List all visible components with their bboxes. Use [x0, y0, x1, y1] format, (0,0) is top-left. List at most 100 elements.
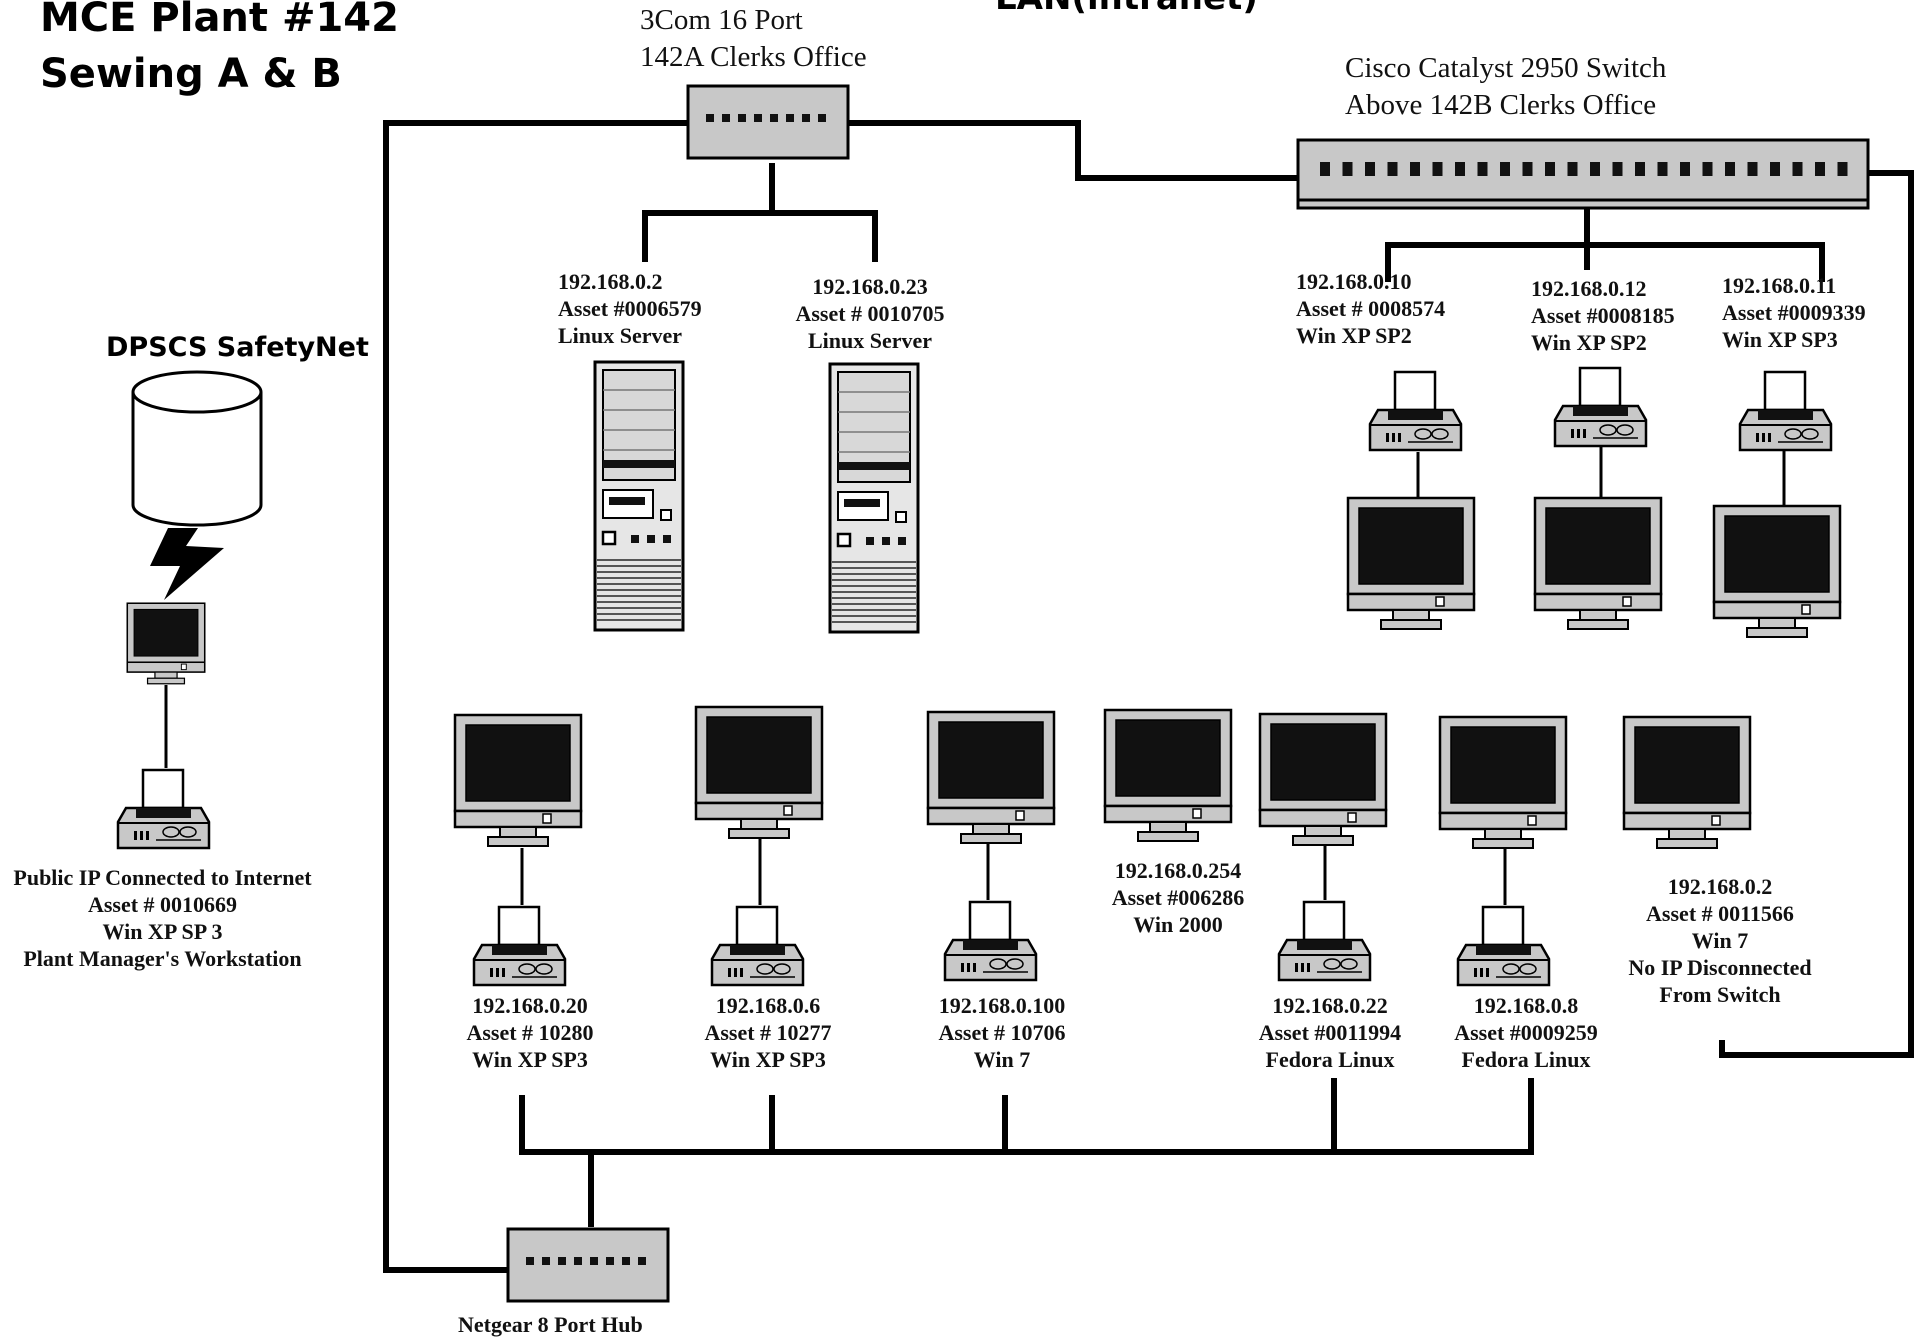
cisco-port [1837, 162, 1848, 176]
title-line-1: MCE Plant #142 [40, 0, 399, 41]
cisco-port [1792, 162, 1803, 176]
cisco-port [1387, 162, 1398, 176]
manager-monitor-icon [126, 602, 206, 685]
hub-ws-4-ip: 192.168.0.22 [1272, 993, 1388, 1018]
cisco-port [1815, 162, 1825, 176]
disconnected-asset: Asset # 0011566 [1646, 901, 1794, 926]
manager-line-3: Win XP SP 3 [102, 919, 223, 944]
hub-ws-2-monitor-icon [694, 705, 824, 840]
cisco-port [1477, 162, 1488, 176]
manager-line-1: Public IP Connected to Internet [13, 865, 312, 890]
title-line-2: Sewing A & B [40, 51, 342, 97]
safetynet-label: DPSCS SafetyNet [106, 332, 369, 363]
disconnected-label: 192.168.0.2 Asset # 0011566 Win 7 No IP … [1600, 873, 1840, 1008]
cisco-ws-2-printer-icon [1553, 366, 1648, 448]
cisco-port [1612, 162, 1623, 176]
hub-ws-3-ip: 192.168.0.100 [938, 993, 1066, 1018]
cisco-ws-1-printer-icon [1368, 370, 1463, 452]
disconnected-monitor-icon [1622, 715, 1752, 850]
switch-3com-line-1: 3Com 16 Port [640, 4, 803, 36]
hub-ws-5-label: 192.168.0.8 Asset #0009259 Fedora Linux [1436, 992, 1616, 1073]
hub-netgear [506, 1227, 670, 1303]
hub-ws-2-printer-icon [710, 905, 805, 987]
hub-ws-5-ip: 192.168.0.8 [1473, 993, 1579, 1018]
hub-ws-2-asset: Asset # 10277 [704, 1020, 832, 1045]
switch-cisco-line-1: Cisco Catalyst 2950 Switch [1345, 52, 1667, 84]
disconnected-note-1: No IP Disconnected [1628, 955, 1812, 980]
switch-3com-line-2: 142A Clerks Office [640, 41, 867, 73]
server-1-label: 192.168.0.2 Asset #0006579 Linux Server [558, 268, 702, 349]
hub-ws-5-os: Fedora Linux [1461, 1047, 1591, 1072]
switch-cisco-line-2: Above 142B Clerks Office [1345, 89, 1657, 121]
hub-ws-3-label: 192.168.0.100 Asset # 10706 Win 7 [912, 992, 1092, 1073]
cisco-ws-1-label: 192.168.0.10 Asset # 0008574 Win XP SP2 [1296, 268, 1445, 349]
switch-3com-label: 3Com 16 Port 142A Clerks Office [640, 2, 867, 76]
server-2-ip: 192.168.0.23 [812, 274, 928, 299]
cisco-ws-3-printer-icon [1738, 370, 1833, 452]
hub-ws-2-label: 192.168.0.6 Asset # 10277 Win XP SP3 [678, 992, 858, 1073]
cisco-port [1770, 162, 1780, 176]
cisco-port [1365, 162, 1375, 176]
hub-ws-1-printer-icon [472, 905, 567, 987]
cisco-ws-3-label: 192.168.0.11 Asset #0009339 Win XP SP3 [1722, 272, 1866, 353]
standalone-win2000-os: Win 2000 [1133, 912, 1223, 937]
cisco-ws-3-monitor-icon [1712, 504, 1842, 639]
cisco-ws-1-monitor-icon [1346, 496, 1476, 631]
hub-ws-4-printer-icon [1277, 900, 1372, 982]
manager-line-4: Plant Manager's Workstation [23, 946, 302, 971]
manager-line-2: Asset # 0010669 [87, 892, 238, 917]
cisco-ws-3-ip: 192.168.0.11 [1722, 273, 1837, 298]
database-cylinder-icon [131, 370, 263, 527]
cisco-port [1545, 162, 1555, 176]
cisco-ws-3-os: Win XP SP3 [1722, 327, 1838, 352]
cisco-port [1680, 162, 1690, 176]
cisco-ws-1-ip: 192.168.0.10 [1296, 269, 1412, 294]
hub-ws-4-label: 192.168.0.22 Asset #0011994 Fedora Linux [1240, 992, 1420, 1073]
manager-printer-icon [116, 768, 211, 850]
standalone-win2000-label: 192.168.0.254 Asset #006286 Win 2000 [1088, 857, 1268, 938]
hub-ws-1-ip: 192.168.0.20 [472, 993, 588, 1018]
cisco-port [1747, 162, 1758, 176]
cisco-port [1455, 162, 1465, 176]
hub-label: Netgear 8 Port Hub [458, 1312, 643, 1337]
hub-ws-5-monitor-icon [1438, 715, 1568, 850]
cisco-port [1410, 162, 1420, 176]
cisco-port [1500, 162, 1510, 176]
cisco-port [1522, 162, 1533, 176]
cisco-ws-1-os: Win XP SP2 [1296, 323, 1412, 348]
server-2-asset: Asset # 0010705 [795, 301, 945, 326]
switch-cisco-label: Cisco Catalyst 2950 Switch Above 142B Cl… [1345, 50, 1666, 124]
cisco-port [1432, 162, 1443, 176]
standalone-win2000-ip: 192.168.0.254 [1114, 858, 1242, 883]
hub-ws-3-os: Win 7 [973, 1047, 1031, 1072]
cisco-ws-2-monitor-icon [1533, 496, 1663, 631]
cisco-ws-2-asset: Asset #0008185 [1531, 303, 1675, 328]
cisco-ws-2-ip: 192.168.0.12 [1531, 276, 1647, 301]
hub-ws-1-os: Win XP SP3 [472, 1047, 588, 1072]
cisco-port [1320, 162, 1330, 176]
disconnected-os: Win 7 [1691, 928, 1749, 953]
hub-ws-4-asset: Asset #0011994 [1258, 1020, 1402, 1045]
cisco-ws-2-os: Win XP SP2 [1531, 330, 1647, 355]
cisco-port [1342, 162, 1353, 176]
cisco-ws-3-asset: Asset #0009339 [1722, 300, 1866, 325]
switch-3com [686, 84, 850, 160]
cisco-port [1702, 162, 1713, 176]
hub-ws-1-label: 192.168.0.20 Asset # 10280 Win XP SP3 [440, 992, 620, 1073]
hub-ws-3-printer-icon [943, 900, 1038, 982]
standalone-win2000-monitor-icon [1103, 708, 1233, 843]
hub-ws-2-os: Win XP SP3 [710, 1047, 826, 1072]
hub-ws-5-printer-icon [1456, 905, 1551, 987]
manager-workstation-label: Public IP Connected to Internet Asset # … [0, 864, 325, 972]
cisco-ws-2-label: 192.168.0.12 Asset #0008185 Win XP SP2 [1531, 275, 1675, 356]
cisco-port [1635, 162, 1645, 176]
page-title: MCE Plant #142 Sewing A & B [40, 0, 399, 102]
switch-cisco [1296, 138, 1870, 210]
hub-ws-1-monitor-icon [453, 713, 583, 848]
server-1-tower-icon [593, 360, 685, 632]
server-1-os: Linux Server [558, 323, 683, 348]
server-2-tower-icon [828, 362, 920, 634]
hub-ws-1-asset: Asset # 10280 [466, 1020, 594, 1045]
cisco-port [1725, 162, 1735, 176]
